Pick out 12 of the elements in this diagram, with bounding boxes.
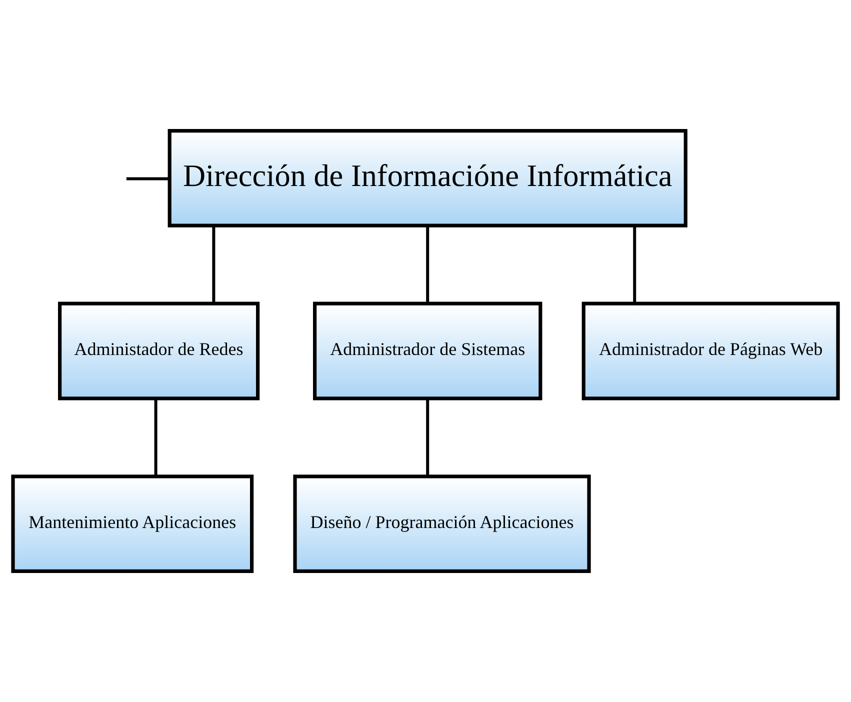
node-box: Diseño / Programación Aplicaciones [293,474,591,573]
connector [212,226,216,304]
node-box: Administador de Redes [58,302,260,400]
connector [126,177,170,180]
node-box: Mantenimiento Aplicaciones [11,474,254,573]
node-box: Administrador de Sistemas [313,302,542,400]
connector [633,226,636,304]
node-box: Dirección de Informacióne Informática [168,129,688,228]
connector [426,398,430,476]
connector [154,398,158,476]
node-box: Administrador de Páginas Web [582,302,840,400]
connector [426,226,430,304]
